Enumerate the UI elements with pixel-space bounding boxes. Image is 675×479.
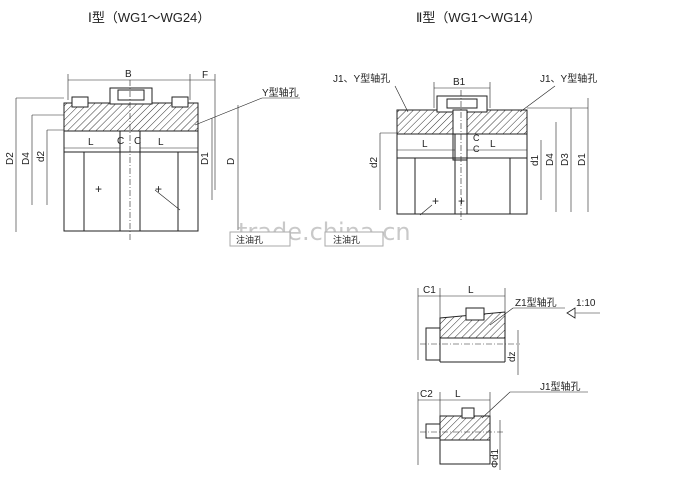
label-phi-d1: Φd1 (490, 448, 501, 468)
label-taper: 1:10 (576, 298, 596, 309)
label-J1-hole: J1型轴孔 (540, 380, 581, 393)
label-C-right: C (134, 136, 141, 147)
type2-view: J1、Y型轴孔 J1、Y型轴孔 B1 L L C C + + d2 (333, 72, 597, 222)
label-B1: B1 (453, 77, 466, 88)
label-C-t2-a: C (473, 133, 480, 143)
label-J1Y-left: J1、Y型轴孔 (333, 72, 390, 85)
title-type1: Ⅰ型（WG1～WG24） (88, 10, 210, 25)
z1-detail: C1 L Z1型轴孔 1:10 dz (417, 285, 600, 375)
label-C2: C2 (420, 389, 433, 400)
svg-text:+: + (95, 182, 102, 196)
label-Y-hole: Y型轴孔 (262, 86, 299, 99)
label-d2-type2: d2 (369, 156, 380, 168)
label-d2-type1: d2 (36, 150, 47, 162)
note-left: 注油孔 (236, 234, 263, 245)
title-type2: Ⅱ型（WG1～WG14） (416, 10, 541, 25)
label-D3-type2: D3 (560, 153, 571, 166)
label-F: F (202, 70, 208, 81)
svg-text:+: + (432, 194, 439, 208)
label-J1Y-right: J1、Y型轴孔 (540, 72, 597, 85)
note-right: 注油孔 (333, 234, 360, 245)
svg-text:+: + (155, 182, 162, 196)
label-D1-type1: D1 (200, 152, 211, 165)
label-D4-type2: D4 (545, 153, 556, 166)
label-L-j1: L (455, 389, 461, 400)
label-D2: D2 (5, 152, 16, 165)
label-L-t2-left: L (422, 139, 428, 150)
type1-view: B F Y型轴孔 L L C C + + (5, 69, 300, 240)
label-B: B (125, 69, 132, 80)
label-d1-type2: d1 (530, 154, 541, 166)
j1-detail: C2 L J1型轴孔 Φd1 (417, 380, 588, 470)
label-D4: D4 (21, 152, 32, 165)
label-C-left: C (117, 136, 124, 147)
svg-text:+: + (458, 194, 465, 208)
label-L-left: L (88, 137, 94, 148)
label-L-z1: L (468, 285, 474, 296)
label-Z1-hole: Z1型轴孔 (515, 296, 557, 309)
label-L-right: L (158, 137, 164, 148)
label-D-type1: D (226, 158, 237, 165)
label-L-t2-right: L (490, 139, 496, 150)
label-C-t2-b: C (473, 144, 480, 154)
label-C1: C1 (423, 285, 436, 296)
label-dz: dz (507, 351, 518, 362)
label-D1-type2: D1 (577, 153, 588, 166)
